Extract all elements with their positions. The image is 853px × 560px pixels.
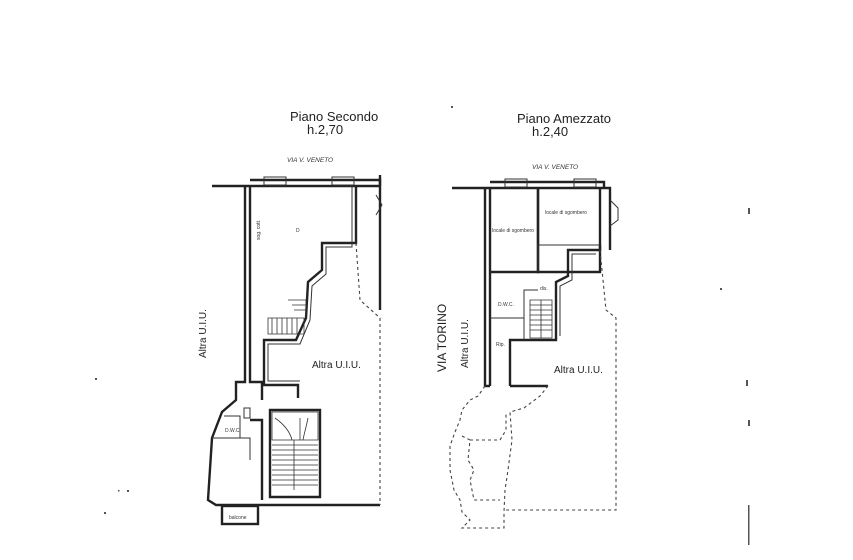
right-side-unit-label: Altra U.I.U. xyxy=(460,319,471,368)
left-plan-title: Piano Secondo xyxy=(290,109,378,124)
right-plan-front-wall xyxy=(490,180,606,188)
right-side-street: VIA TORINO xyxy=(435,304,449,372)
left-other-unit-label: Altra U.I.U. xyxy=(312,360,361,371)
right-window-3 xyxy=(609,199,619,227)
left-plan-step-wall-inner xyxy=(267,186,353,382)
right-plan-step-wall xyxy=(508,245,602,386)
right-plan-lower-outline xyxy=(449,385,549,529)
left-balcony-label: balcone xyxy=(229,515,247,521)
left-lower-stair xyxy=(268,408,322,499)
right-plan-street: VIA V. VENETO xyxy=(532,164,578,171)
left-side-unit-label: Altra U.I.U. xyxy=(198,309,209,358)
left-wc-label: D.W.C. xyxy=(225,428,241,434)
left-window-2 xyxy=(331,176,355,186)
left-upper-stair xyxy=(267,299,307,335)
right-window-2 xyxy=(573,178,597,188)
right-floor-plan: Piano Amezzato h.2,40 VIA V. VENETO D.W.… xyxy=(435,111,619,529)
left-floor-plan: Piano Secondo h.2,70 VIA V. VENETO xyxy=(198,109,383,526)
right-room-left xyxy=(488,188,540,386)
right-window-1 xyxy=(504,178,528,188)
right-room-divider xyxy=(537,244,600,272)
right-plan-step-wall-inner xyxy=(559,253,596,336)
left-wall-note: sog. cott. xyxy=(256,220,262,240)
right-other-unit-label: Altra U.I.U. xyxy=(554,365,603,376)
left-wc-partition xyxy=(212,415,251,460)
right-room-right-label: locale di sgombero xyxy=(545,210,587,216)
right-wc-partition xyxy=(490,289,538,340)
left-plan-height: h.2,70 xyxy=(307,122,343,137)
scan-artifacts xyxy=(95,106,750,545)
left-plan-street: VIA V. VENETO xyxy=(287,157,333,164)
right-plan-inner-outline xyxy=(461,414,507,501)
right-plan-title: Piano Amezzato xyxy=(517,111,611,126)
left-window-1 xyxy=(263,176,287,186)
left-wc-fixture xyxy=(243,407,251,419)
left-room-mark: D xyxy=(296,228,300,234)
right-dis-label: dis. xyxy=(540,286,548,292)
right-wc-label: D.W.C. xyxy=(498,302,514,308)
right-plan-shared-boundary xyxy=(505,249,617,511)
right-plan-outer-wall xyxy=(452,186,612,388)
left-plan-shared-boundary xyxy=(355,242,381,505)
right-plan-height: h.2,40 xyxy=(532,124,568,139)
left-window-3 xyxy=(375,194,383,216)
left-plan-inner-wall xyxy=(248,186,264,500)
left-plan-front-wall xyxy=(250,178,382,186)
right-room-left-label: locale di sgombero xyxy=(492,228,534,234)
right-rip-label: Rip. xyxy=(496,342,505,348)
right-stair xyxy=(529,299,553,339)
left-balcony xyxy=(220,504,260,526)
